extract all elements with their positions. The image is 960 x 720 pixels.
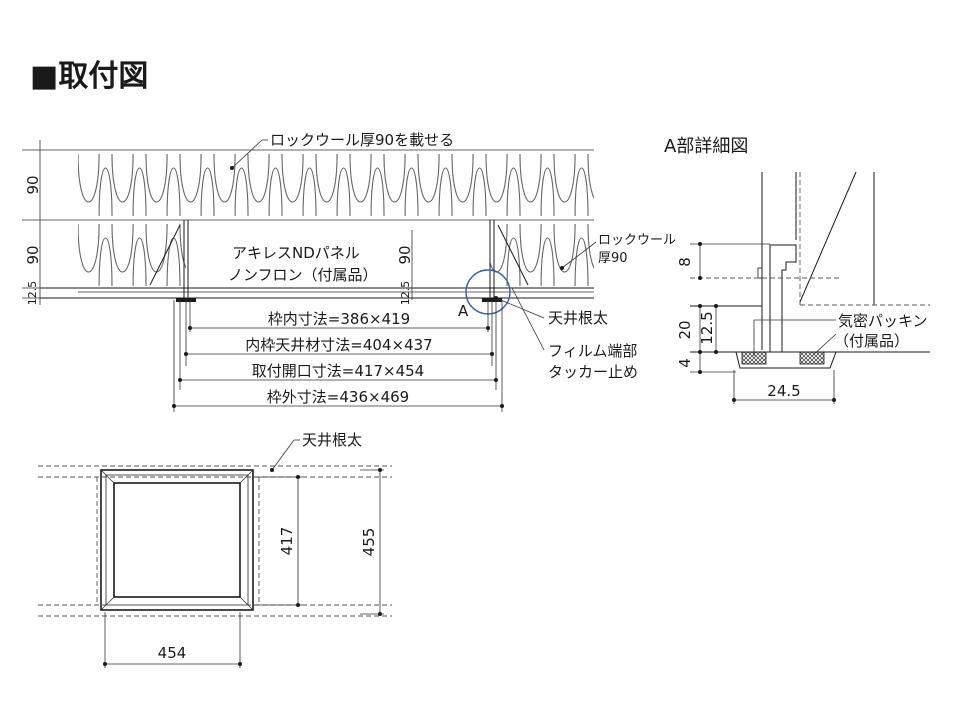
- detail-film: [799, 171, 857, 303]
- detail-title: A部詳細図: [664, 136, 748, 157]
- detail-gasket-tray: [735, 351, 837, 369]
- horizontal-dimensions: 枠内寸法=386×419 内枠天井材寸法=404×437 取付開口寸法=417×…: [172, 300, 504, 412]
- dim-det-20: 20: [676, 320, 694, 339]
- label-film-2: タッカー止め: [548, 363, 638, 381]
- dim-90-mid: 90: [24, 245, 42, 264]
- film-left: [149, 224, 181, 286]
- dim-det-12-5: 12.5: [698, 311, 716, 344]
- rockwool-fiber: [78, 153, 594, 217]
- detail-frame-profile: [769, 244, 797, 353]
- plan-frame-outer: [100, 469, 254, 611]
- dim-frame-inner: 枠内寸法=386×419: [268, 310, 410, 328]
- label-rockwool-side-2: 厚90: [598, 251, 628, 266]
- rockwool-layer-top: [78, 153, 594, 217]
- dim-det-24-5: 24.5: [767, 382, 800, 400]
- plan-view: 天井根太 417 455 454: [38, 431, 392, 668]
- dim-plan-455: 455: [360, 528, 378, 557]
- dim-det-8: 8: [676, 257, 694, 267]
- marker-a: A: [458, 302, 469, 320]
- dim-90-inner: 90: [396, 245, 414, 264]
- label-panel-2: ノンフロン（付属品）: [228, 266, 378, 284]
- dim-plan-417: 417: [278, 527, 296, 556]
- dim-frame-outer: 枠外寸法=436×469: [267, 388, 409, 406]
- label-film-1: フィルム端部: [548, 342, 637, 360]
- dim-12-5-inner: 12.5: [399, 281, 412, 306]
- dim-det-4: 4: [676, 358, 694, 368]
- plan-frame-inner: [113, 482, 241, 598]
- label-rockwool-top: ロックウール厚90を載せる: [270, 131, 454, 149]
- label-rockwool-side-1: ロックウール: [598, 233, 676, 248]
- label-panel-1: アキレスNDパネル: [232, 244, 360, 262]
- dim-12-5-left: 12.5: [26, 281, 39, 306]
- section-view: 90 90 12.5 90 12.5 ロックウール厚90を載せる アキレスNDパ…: [22, 131, 676, 412]
- dim-90-top: 90: [24, 175, 42, 194]
- packing-right: [799, 351, 825, 365]
- label-packing-1: 気密パッキン: [838, 312, 928, 330]
- film-right: [497, 224, 529, 286]
- label-joist: 天井根太: [548, 309, 608, 327]
- dim-opening: 取付開口寸法=417×454: [252, 362, 424, 380]
- dim-plan-454: 454: [158, 644, 187, 662]
- label-joist-plan: 天井根太: [302, 431, 362, 449]
- detail-a-view: A部詳細図 8 20 12.5 4: [664, 136, 930, 404]
- label-packing-2: （付属品）: [834, 332, 909, 350]
- dim-inner-frame-ceiling: 内枠天井材寸法=404×437: [245, 336, 432, 354]
- page-title: ■取付図: [30, 59, 148, 94]
